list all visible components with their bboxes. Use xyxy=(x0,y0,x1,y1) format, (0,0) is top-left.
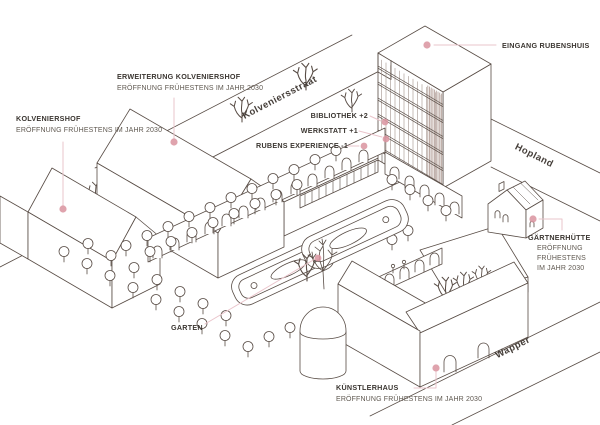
label-kuenstlerhaus: KÜNSTLERHAUS ERÖFFNUNG FRÜHESTENS IM JAH… xyxy=(336,382,482,406)
annotation-lines xyxy=(62,44,563,389)
garden-arcade-northeast xyxy=(384,151,463,219)
label-subtitle: ERÖFFNUNG FRÜHESTENS IM JAHR 2030 xyxy=(336,396,483,403)
label-title: GÄRTNERHÜTTE xyxy=(528,233,591,242)
people-figures xyxy=(390,259,407,274)
label-subtitle-line3: IM JAHR 2030 xyxy=(537,265,585,272)
label-title: EINGANG RUBENSHUIS xyxy=(502,41,590,50)
label-title: RUBENS EXPERIENCE -1 xyxy=(256,141,349,150)
label-eingang-rubenshuis: EINGANG RUBENSHUIS xyxy=(502,40,590,52)
label-title: BIBLIOTHEK +2 xyxy=(310,111,368,120)
label-title: KÜNSTLERHAUS xyxy=(336,383,399,392)
marker-dot-gaertnerhuette xyxy=(529,215,537,223)
facade-shade-strip xyxy=(427,85,442,187)
label-werkstatt: WERKSTATT +1 xyxy=(288,125,358,137)
marker-dot-bibliothek xyxy=(381,118,389,126)
label-title: WERKSTATT +1 xyxy=(300,126,358,135)
label-subtitle-line1: ERÖFFNUNG xyxy=(537,245,583,252)
round-tower xyxy=(299,306,347,380)
label-title: GARTEN xyxy=(171,323,203,332)
marker-dot-werkstatt xyxy=(382,135,390,143)
label-erweiterung-kolveniershof: ERWEITERUNG KOLVENIERSHOF ERÖFFNUNG FRÜH… xyxy=(117,71,263,95)
marker-dot-garten xyxy=(314,254,322,262)
label-subtitle: ERÖFFNUNG FRÜHESTENS IM JAHR 2030 xyxy=(117,85,264,92)
label-bibliothek: BIBLIOTHEK +2 xyxy=(296,110,368,122)
colonnade-columns xyxy=(304,161,376,206)
marker-dot-experience xyxy=(360,142,368,150)
building-eingang-rubenshuis xyxy=(299,25,492,209)
building-kuenstlerhaus xyxy=(299,260,529,388)
label-title: ERWEITERUNG KOLVENIERSHOF xyxy=(117,72,241,81)
label-garten: GARTEN xyxy=(171,322,203,334)
label-kolveniershof: KOLVENIERSHOF ERÖFFNUNG FRÜHESTENS IM JA… xyxy=(16,113,162,137)
marker-dot-eingang xyxy=(423,41,431,49)
facade-window-mullions xyxy=(381,59,441,185)
marker-dot-kolveniershof xyxy=(59,205,67,213)
label-subtitle: ERÖFFNUNG FRÜHESTENS IM JAHR 2030 xyxy=(16,127,163,134)
facade-floor-slabs xyxy=(377,65,444,188)
garden-parterre-beds xyxy=(231,199,409,306)
annotation-dots xyxy=(59,41,537,372)
label-gaertnerhuette: GÄRTNERHÜTTE ERÖFFNUNG FRÜHESTENS IM JAH… xyxy=(528,232,591,274)
label-rubens-experience: RUBENS EXPERIENCE -1 xyxy=(256,140,349,152)
garden-central-tree xyxy=(293,238,338,290)
marker-dot-erweiterung xyxy=(170,138,178,146)
label-title: KOLVENIERSHOF xyxy=(16,114,81,123)
marker-dot-kuenstlerhaus xyxy=(432,364,440,372)
street-hopland: Hopland xyxy=(513,142,555,170)
label-subtitle-line2: FRÜHESTENS xyxy=(537,255,586,262)
building-gaertnerhuette xyxy=(487,180,544,239)
